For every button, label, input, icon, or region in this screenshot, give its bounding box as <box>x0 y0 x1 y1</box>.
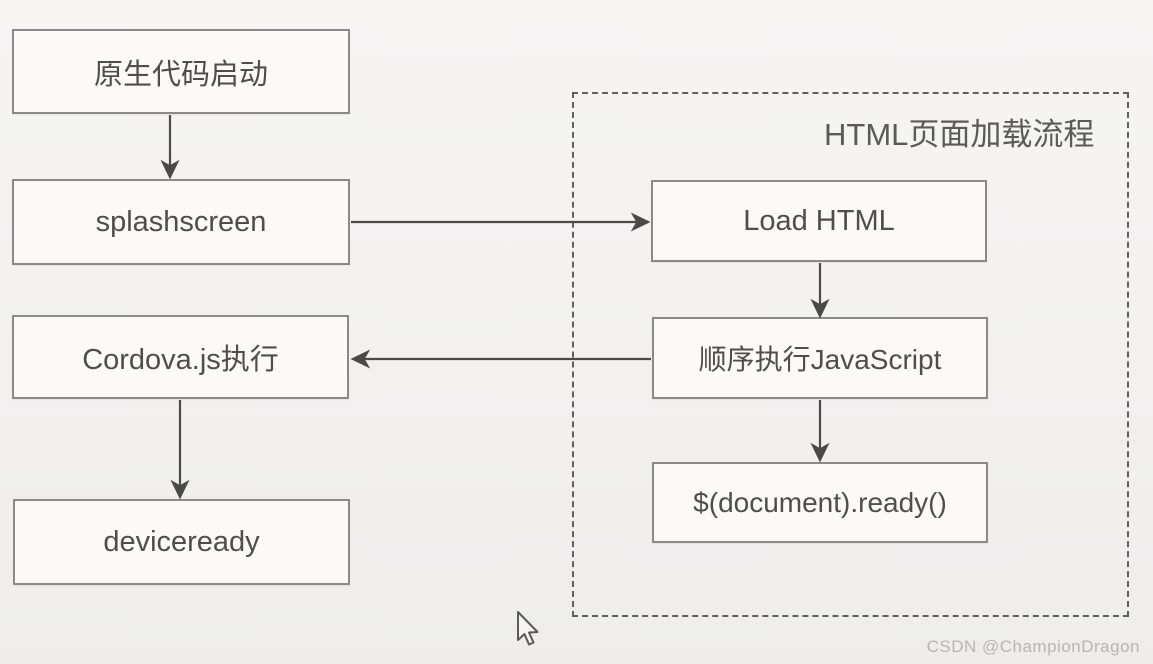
arrow-native-to-splashscreen <box>160 115 180 180</box>
node-sequential-javascript: 顺序执行JavaScript <box>652 317 988 399</box>
csdn-watermark: CSDN @ChampionDragon <box>926 637 1140 656</box>
node-label: deviceready <box>103 525 260 558</box>
html-load-flow-group-border <box>572 92 1129 617</box>
node-document-ready: $(document).ready() <box>652 462 988 543</box>
html-load-flow-title: HTML页面加载流程 <box>824 117 1095 152</box>
node-splashscreen: splashscreen <box>12 179 350 265</box>
node-label: $(document).ready() <box>693 486 947 518</box>
node-cordova-js-exec: Cordova.js执行 <box>12 315 349 399</box>
node-label: Load HTML <box>743 204 895 237</box>
node-native-code-start: 原生代码启动 <box>12 29 350 114</box>
node-load-html: Load HTML <box>651 180 987 262</box>
node-label: 原生代码启动 <box>93 58 268 91</box>
node-label: Cordova.js执行 <box>82 344 279 376</box>
node-deviceready: deviceready <box>13 499 350 585</box>
arrow-cordova-to-deviceready <box>170 400 190 500</box>
node-label: splashscreen <box>95 205 267 238</box>
node-label: 顺序执行JavaScript <box>698 344 942 375</box>
